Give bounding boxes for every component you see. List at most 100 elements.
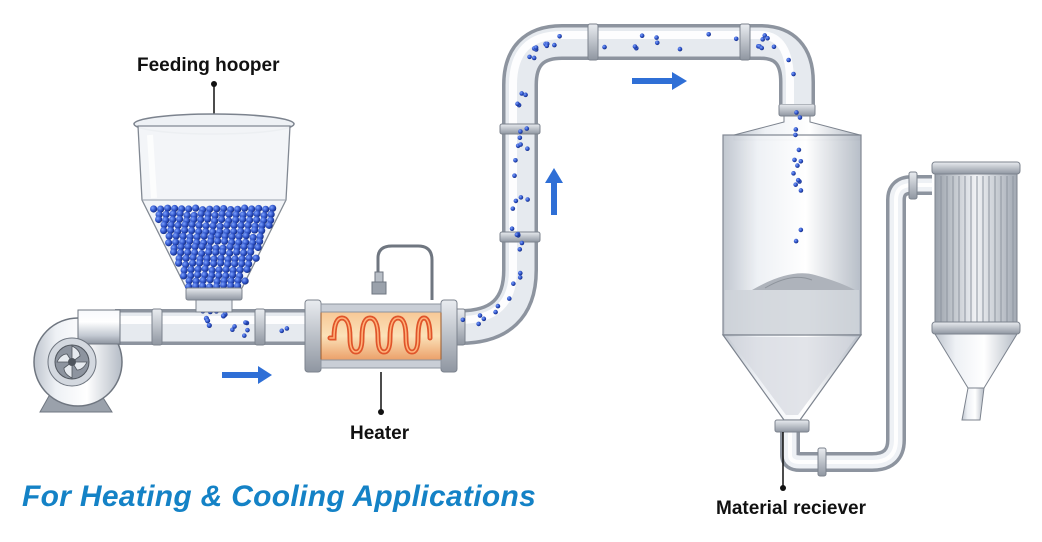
pellet — [155, 215, 163, 224]
pellet — [220, 281, 228, 289]
filter-cartridge-icon — [934, 173, 1018, 325]
pellet — [246, 210, 254, 218]
pellet — [284, 326, 290, 331]
pellet — [795, 177, 801, 183]
pellet — [477, 313, 483, 318]
pellet — [552, 42, 557, 48]
pellet — [182, 261, 190, 269]
pellet — [193, 233, 201, 241]
pellet — [170, 248, 178, 256]
pellet — [226, 249, 234, 257]
pellet — [197, 210, 205, 218]
pellet — [265, 221, 273, 229]
pellet — [481, 316, 487, 322]
pellet — [506, 296, 512, 301]
pellet — [185, 277, 193, 285]
pellet — [177, 243, 185, 251]
pellet — [189, 259, 197, 267]
pellet — [518, 142, 523, 147]
pellet — [654, 35, 659, 40]
pellet — [206, 322, 212, 329]
label-feeding-hopper: Feeding hooper — [137, 55, 280, 76]
pellet — [237, 221, 245, 230]
pellet — [164, 204, 172, 212]
pellet — [510, 206, 516, 211]
pellet — [632, 44, 638, 49]
pellet — [245, 254, 253, 262]
pellet — [181, 221, 189, 229]
pellet — [201, 265, 209, 273]
pellet — [677, 46, 683, 52]
pellet — [215, 271, 223, 280]
pellet — [238, 260, 246, 268]
pellet — [517, 275, 523, 280]
pellet — [233, 248, 241, 256]
pellet — [192, 204, 200, 212]
pellet — [531, 55, 537, 61]
pellet — [798, 227, 804, 233]
pellet — [188, 220, 196, 229]
pellet — [157, 205, 165, 213]
pellet — [791, 171, 796, 176]
pellet — [544, 43, 550, 49]
pellet — [197, 216, 205, 224]
pellet — [210, 260, 218, 268]
headline: For Heating & Cooling Applications — [22, 480, 537, 513]
pellet — [242, 333, 247, 338]
pellet — [232, 216, 240, 224]
pellet — [759, 45, 765, 51]
pellet — [198, 249, 206, 258]
pellet — [174, 221, 182, 230]
pellet — [198, 242, 206, 251]
pellet — [223, 221, 231, 229]
pellet — [183, 211, 191, 219]
pellet — [798, 158, 804, 164]
pellet — [253, 216, 261, 224]
pellet — [176, 210, 184, 218]
pellet — [460, 317, 466, 323]
pellet — [765, 35, 770, 41]
pellet — [639, 33, 645, 39]
pellet — [214, 237, 222, 245]
pellet — [256, 237, 264, 246]
pellet — [206, 276, 214, 284]
pellet — [519, 240, 525, 246]
pellet — [525, 146, 530, 152]
pellet — [518, 129, 523, 134]
pellet — [249, 233, 257, 242]
pellet — [187, 265, 195, 274]
pellet — [162, 210, 170, 219]
pellet — [207, 237, 215, 246]
pellet — [518, 195, 524, 200]
pellet — [218, 215, 226, 224]
pellet — [523, 92, 528, 98]
label-material-receiver: Material reciever — [716, 498, 866, 519]
pellet — [239, 215, 247, 224]
pellet — [180, 272, 188, 280]
pellet — [232, 324, 237, 329]
pellet — [791, 71, 796, 77]
pellet — [654, 40, 660, 46]
pellet — [196, 259, 204, 267]
pellet — [240, 243, 248, 251]
pellet — [269, 204, 277, 212]
pellet — [195, 227, 203, 236]
pellet — [234, 276, 242, 284]
pellet — [165, 239, 173, 247]
pellet — [524, 126, 530, 131]
pellet — [220, 313, 227, 319]
pellet — [793, 127, 799, 132]
pellet — [793, 238, 799, 244]
pellet — [476, 321, 481, 327]
pellet — [185, 205, 193, 213]
pellet — [214, 231, 222, 240]
pellet — [511, 281, 516, 286]
pellet — [793, 182, 798, 187]
pellet — [509, 226, 515, 232]
pellet — [241, 277, 249, 285]
conveying-pipe — [115, 23, 815, 346]
pellet — [254, 243, 262, 252]
pellet — [194, 271, 202, 279]
pellet — [221, 237, 229, 245]
